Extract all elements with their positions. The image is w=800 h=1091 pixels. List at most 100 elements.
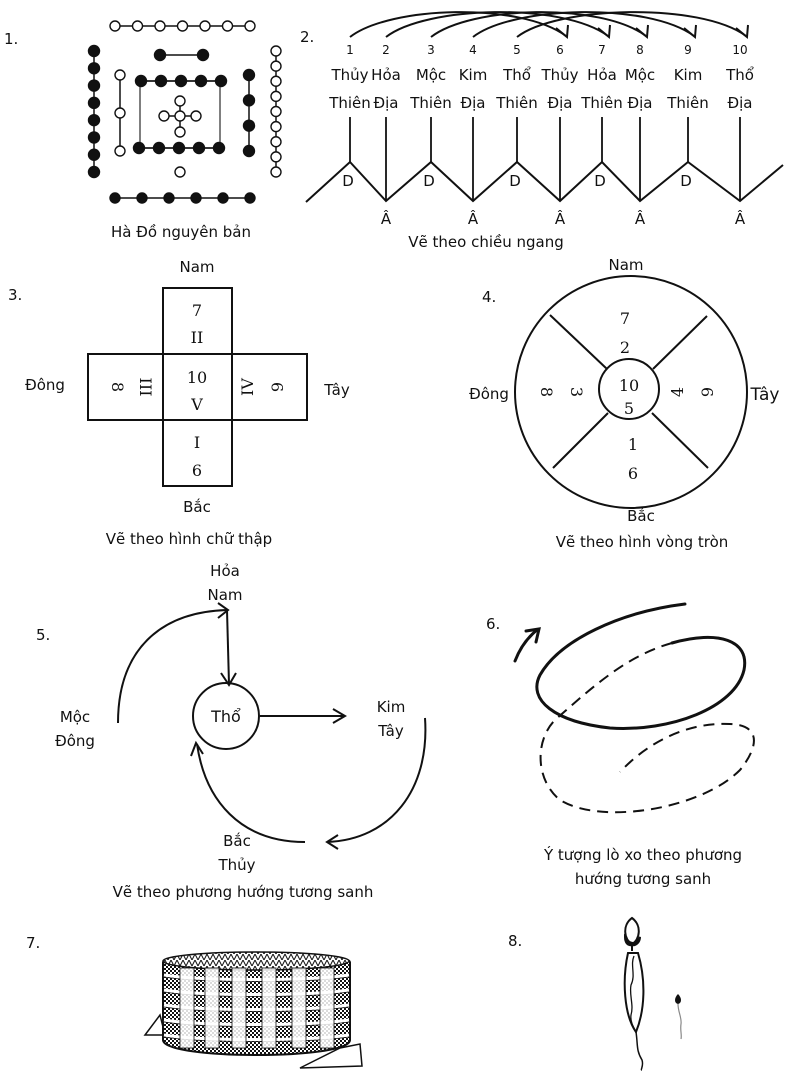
column-number: 9 <box>684 43 692 57</box>
direction-east: Đông <box>469 385 509 403</box>
arrow-east-to-south <box>117 609 228 724</box>
white-dot <box>270 75 282 87</box>
element-label: Hỏa <box>371 66 401 84</box>
black-dot <box>136 192 148 204</box>
basket-illustration <box>143 951 363 1069</box>
north-direction: Bắc <box>223 832 251 850</box>
panel-6-number: 6. <box>486 615 500 633</box>
panel-2-caption: Vẽ theo chiều ngang <box>408 233 564 251</box>
cell-bottom-inner: 1 <box>628 435 638 454</box>
black-dot <box>87 113 101 127</box>
black-dot <box>242 144 256 158</box>
black-dot <box>87 62 101 75</box>
vertical-strip <box>232 968 246 1048</box>
basket-rim <box>162 951 350 971</box>
vertical-strip-edge <box>291 967 307 1049</box>
center-element: Thổ <box>210 707 241 726</box>
heaven-earth-label: Địa <box>374 94 399 112</box>
cell-right <box>231 353 308 421</box>
panel-1-ha-do: 1. Hà Đồ nguyên bản <box>4 20 282 241</box>
vertical-strip <box>180 968 194 1048</box>
white-dot <box>114 107 126 119</box>
arrowhead <box>190 740 204 757</box>
peak-label: D <box>423 172 435 190</box>
cell-right-arabic: 9 <box>268 382 287 392</box>
white-dot <box>270 120 282 133</box>
white-dot <box>154 20 166 32</box>
black-dot <box>172 141 186 155</box>
black-dot <box>153 48 167 62</box>
cell-bottom-roman: I <box>194 433 200 452</box>
element-label: Thổ <box>725 66 754 84</box>
panel-1-number: 1. <box>4 30 18 48</box>
pairing-arc <box>472 11 695 38</box>
column-number: 6 <box>556 43 564 57</box>
large-figure <box>623 916 645 1071</box>
black-dot <box>242 68 256 82</box>
black-dot <box>87 44 101 58</box>
panel-5-caption: Vẽ theo phương hướng tương sanh <box>113 883 374 901</box>
white-dot <box>174 126 186 138</box>
vertical-strip-edge <box>231 967 247 1049</box>
divider-sw <box>552 412 609 469</box>
black-dot <box>242 119 256 132</box>
white-dot <box>174 166 186 178</box>
white-dot <box>176 20 189 32</box>
east-direction: Đông <box>55 732 95 750</box>
pairing-arc <box>385 11 609 38</box>
direction-west: Tây <box>323 381 350 399</box>
spring-solid-coil <box>535 602 747 730</box>
basket-base-right <box>299 1043 363 1069</box>
valley-label: Â <box>468 209 479 228</box>
white-dot <box>270 90 282 103</box>
direction-west: Tây <box>750 385 780 405</box>
divider-ne <box>652 315 708 370</box>
number-columns: 1ThủyThiên2HỏaĐịa3MộcThiên4KimĐịa5ThổThi… <box>328 43 754 112</box>
black-dot <box>152 141 166 155</box>
black-dot <box>212 141 226 155</box>
north-element: Thủy <box>217 856 255 874</box>
column-number: 7 <box>598 43 606 57</box>
cell-bottom <box>162 419 233 487</box>
panel-4-number: 4. <box>482 288 496 306</box>
element-label: Mộc <box>416 66 446 84</box>
arrowhead <box>220 672 237 687</box>
valley-label: Â <box>735 209 746 228</box>
dot-group-center-cross <box>158 95 202 138</box>
large-head-dark <box>623 933 641 947</box>
column-number: 10 <box>732 43 747 57</box>
heaven-earth-label: Địa <box>628 94 653 112</box>
white-dot <box>270 105 282 118</box>
panel-8-number: 8. <box>508 932 522 950</box>
arrow-west-to-north <box>326 717 427 843</box>
direction-north: Bắc <box>627 507 655 525</box>
white-dot <box>270 136 282 148</box>
direction-south: Nam <box>608 256 643 274</box>
black-dot <box>87 148 101 161</box>
pairing-arrowhead <box>683 24 697 39</box>
cell-right-outer: 9 <box>698 387 717 397</box>
pairing-arrowhead <box>555 24 569 39</box>
panel-6-spring: 6. Ý tượng lò xo theo phương hướng tương… <box>486 602 755 888</box>
south-direction: Nam <box>207 586 242 604</box>
white-dot <box>221 20 234 32</box>
cell-top-arabic: 7 <box>192 301 202 320</box>
cell-bottom-outer: 6 <box>628 464 638 483</box>
black-dot <box>194 74 208 88</box>
dot-group-inner-bottom-single <box>174 166 186 178</box>
divider-se <box>651 412 709 469</box>
small-tail <box>677 1003 682 1040</box>
white-dot <box>270 60 282 72</box>
direction-north: Bắc <box>183 498 211 516</box>
valley-label: Â <box>635 209 646 228</box>
cell-left-outer: 8 <box>537 387 556 397</box>
panel-7-number: 7. <box>26 934 40 952</box>
arrowhead <box>325 834 339 850</box>
pairing-arrowhead <box>735 24 749 39</box>
cell-top-outer: 7 <box>620 309 630 328</box>
arrow-south-to-center <box>226 609 230 685</box>
dot-group-inner-top-pair <box>153 48 210 62</box>
cell-center-roman: V <box>190 395 203 414</box>
black-dot <box>190 192 202 204</box>
dot-group-right-column <box>270 45 282 178</box>
